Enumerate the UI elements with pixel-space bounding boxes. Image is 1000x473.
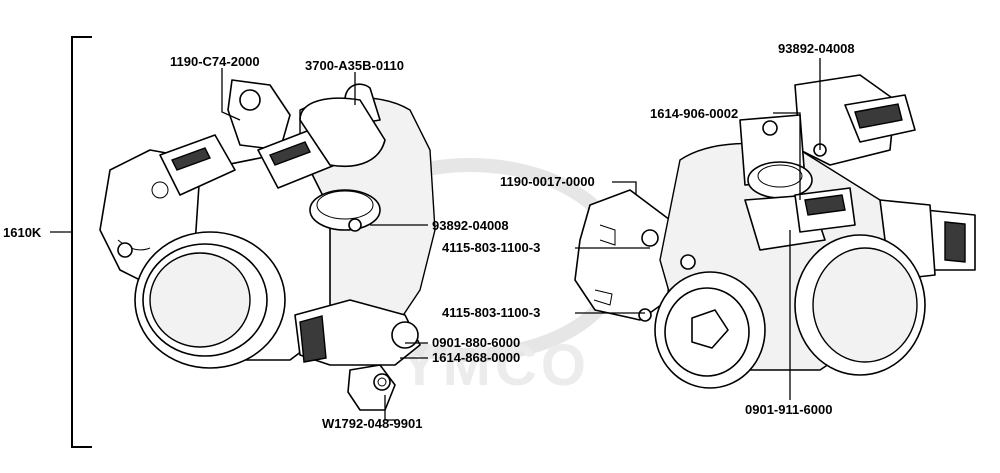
watermark-text: YMCO [400,333,590,398]
part-label-1614-906-0002: 1614-906-0002 [650,106,738,121]
part-label-93892-04008-left: 93892-04008 [432,218,509,233]
leader-lines [221,58,821,421]
part-label-3700-A35B-0110: 3700-A35B-0110 [305,58,404,73]
part-label-0901-911-6000: 0901-911-6000 [745,402,832,417]
part-label-W1792-048-9901: W1792-048-9901 [322,416,422,431]
part-label-1190-C74-2000: 1190-C74-2000 [170,54,260,69]
part-label-1190-0017-0000: 1190-0017-0000 [500,174,595,189]
part-label-0901-880-6000: 0901-880-6000 [432,335,520,350]
assembly-bracket: 1610K [3,36,92,448]
throttle-body-left [99,79,436,411]
part-label-4115-803-1100-3-b: 4115-803-1100-3 [442,305,540,320]
part-label-1614-868-0000: 1614-868-0000 [432,350,520,365]
part-labels: 1190-C74-2000 3700-A35B-0110 93892-04008… [170,41,855,431]
part-label-4115-803-1100-3-a: 4115-803-1100-3 [442,240,540,255]
assembly-label: 1610K [3,225,42,240]
part-label-93892-04008-right: 93892-04008 [778,41,855,56]
throttle-body-right [574,74,976,389]
